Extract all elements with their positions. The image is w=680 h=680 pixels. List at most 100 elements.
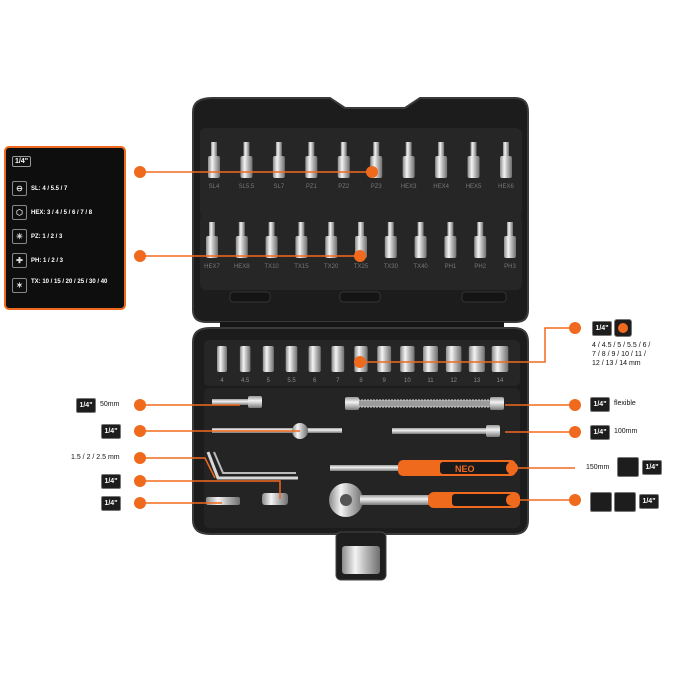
pozidriv-bit-icon: ✳ xyxy=(12,229,27,244)
bit: TX20 xyxy=(324,222,339,270)
bit-label: HEX5 xyxy=(466,184,482,190)
bit: PH2 xyxy=(474,222,487,270)
sliding-handle xyxy=(330,465,400,471)
quick-release-icon xyxy=(614,492,636,512)
socket-label: 12 xyxy=(450,378,457,384)
bit-label: SL5.5 xyxy=(239,184,255,190)
hex-keys-sizes: 1.5 / 2 / 2.5 mm xyxy=(71,454,120,461)
legend-row-text: SL: 4 / 5.5 / 7 xyxy=(31,185,68,192)
hinge-slot xyxy=(229,291,271,303)
flex-label: flexible xyxy=(614,400,636,407)
bit: HEX5 xyxy=(466,142,482,190)
socket: 13 xyxy=(468,346,485,384)
bit: TX15 xyxy=(294,222,309,270)
hinge-slot xyxy=(339,291,381,303)
torx-bit-icon: ✶ xyxy=(12,278,27,293)
legend-row-text: HEX: 3 / 4 / 5 / 6 / 7 / 8 xyxy=(31,209,93,216)
ratchet-teeth-icon xyxy=(590,492,612,512)
ext50-length: 50mm xyxy=(100,401,120,408)
callout-dot xyxy=(506,462,518,474)
extension-50mm xyxy=(212,399,252,405)
legend-row-text: PZ: 1 / 2 / 3 xyxy=(31,233,63,240)
socket: 5.5 xyxy=(285,346,298,384)
bit-label: TX25 xyxy=(354,264,369,270)
bit: PH1 xyxy=(444,222,457,270)
ext50-drive-badge: 1/4" xyxy=(76,398,96,413)
socket: 10 xyxy=(400,346,415,384)
bit-label: PZ3 xyxy=(371,184,383,190)
bit: TX10 xyxy=(264,222,279,270)
hex-bit-icon: ⬡ xyxy=(12,205,27,220)
handle-drive-badge: 1/4" xyxy=(642,460,662,475)
socket-icon xyxy=(614,319,632,337)
bit: HEX3 xyxy=(401,142,417,190)
callout-dot xyxy=(569,399,581,411)
socket-label: 13 xyxy=(473,378,480,384)
socket: 6 xyxy=(308,346,321,384)
socket-label: 9 xyxy=(382,378,386,384)
socket-label: 11 xyxy=(427,378,434,384)
flex-drive-badge: 1/4" xyxy=(590,397,610,412)
socket-label: 7 xyxy=(336,378,340,384)
sockets-sizes: 4 / 4.5 / 5 / 5.5 / 6 / xyxy=(592,342,651,349)
flexible-extension xyxy=(352,400,492,407)
socket-label: 8 xyxy=(359,378,363,384)
bit-label: TX30 xyxy=(384,264,399,270)
phillips-bit-icon: ✚ xyxy=(12,253,27,268)
bit: TX30 xyxy=(384,222,399,270)
callout-dot xyxy=(366,166,378,178)
hex-keys xyxy=(206,451,298,480)
bit-label: SL4 xyxy=(209,184,220,190)
socket-label: 14 xyxy=(497,378,504,384)
bit-label: TX10 xyxy=(264,264,279,270)
bit: TX40 xyxy=(413,222,428,270)
bit-label: TX40 xyxy=(413,264,428,270)
bit: HEX6 xyxy=(498,142,514,190)
bit-label: HEX7 xyxy=(204,264,220,270)
sockets-sizes: 7 / 8 / 9 / 10 / 11 / xyxy=(592,351,646,358)
socket: 12 xyxy=(445,346,462,384)
ext100-length: 100mm xyxy=(614,428,638,435)
bit-legend-panel: 1/4" ⊖ SL: 4 / 5.5 / 7 ⬡ HEX: 3 / 4 / 5 / … xyxy=(4,146,126,310)
ratchet-drive-badge: 1/4" xyxy=(639,494,659,509)
handle-length: 150mm xyxy=(586,464,610,471)
ext100-drive-badge: 1/4" xyxy=(590,425,610,440)
callout-dot xyxy=(134,425,146,437)
drive-size-badge: 1/4" xyxy=(12,156,32,167)
callout-dot xyxy=(134,475,146,487)
callout-dot xyxy=(569,426,581,438)
legend-row-text: TX: 10 / 15 / 20 / 25 / 30 / 40 xyxy=(31,279,108,285)
bit-label: TX15 xyxy=(294,264,309,270)
callout-dot xyxy=(134,452,146,464)
callout-dot xyxy=(354,250,366,262)
slotted-bit-icon: ⊖ xyxy=(12,181,27,196)
socket: 4.5 xyxy=(239,346,251,384)
bit-label: HEX8 xyxy=(234,264,250,270)
bit-label: PH1 xyxy=(445,264,457,270)
extension-100mm xyxy=(392,428,492,434)
socket-label: 6 xyxy=(313,378,317,384)
socket-label: 4.5 xyxy=(241,378,250,384)
callout-dot xyxy=(134,250,146,262)
tbar-drive-badge: 1/4" xyxy=(101,424,121,439)
callout-dot xyxy=(354,356,366,368)
bit-label: SL7 xyxy=(274,184,285,190)
bit-label: PH2 xyxy=(474,264,486,270)
socket-label: 5 xyxy=(267,378,271,384)
universal-joint xyxy=(262,493,288,505)
bit: HEX8 xyxy=(234,222,250,270)
bit-label: PZ2 xyxy=(338,184,350,190)
bit-label: HEX6 xyxy=(498,184,514,190)
hinge-bar xyxy=(220,322,504,330)
sliding-tbar-icon xyxy=(617,457,639,477)
bit-label: HEX4 xyxy=(433,184,449,190)
socket: 9 xyxy=(377,346,392,384)
handle-brand: NEO xyxy=(455,464,475,474)
callout-dot xyxy=(569,494,581,506)
callout-dot xyxy=(506,494,518,506)
socket-label: 5.5 xyxy=(287,378,296,384)
bit: HEX4 xyxy=(433,142,450,190)
sockets-sizes: 12 / 13 / 14 mm xyxy=(592,360,641,367)
socket-label: 4 xyxy=(220,378,224,384)
